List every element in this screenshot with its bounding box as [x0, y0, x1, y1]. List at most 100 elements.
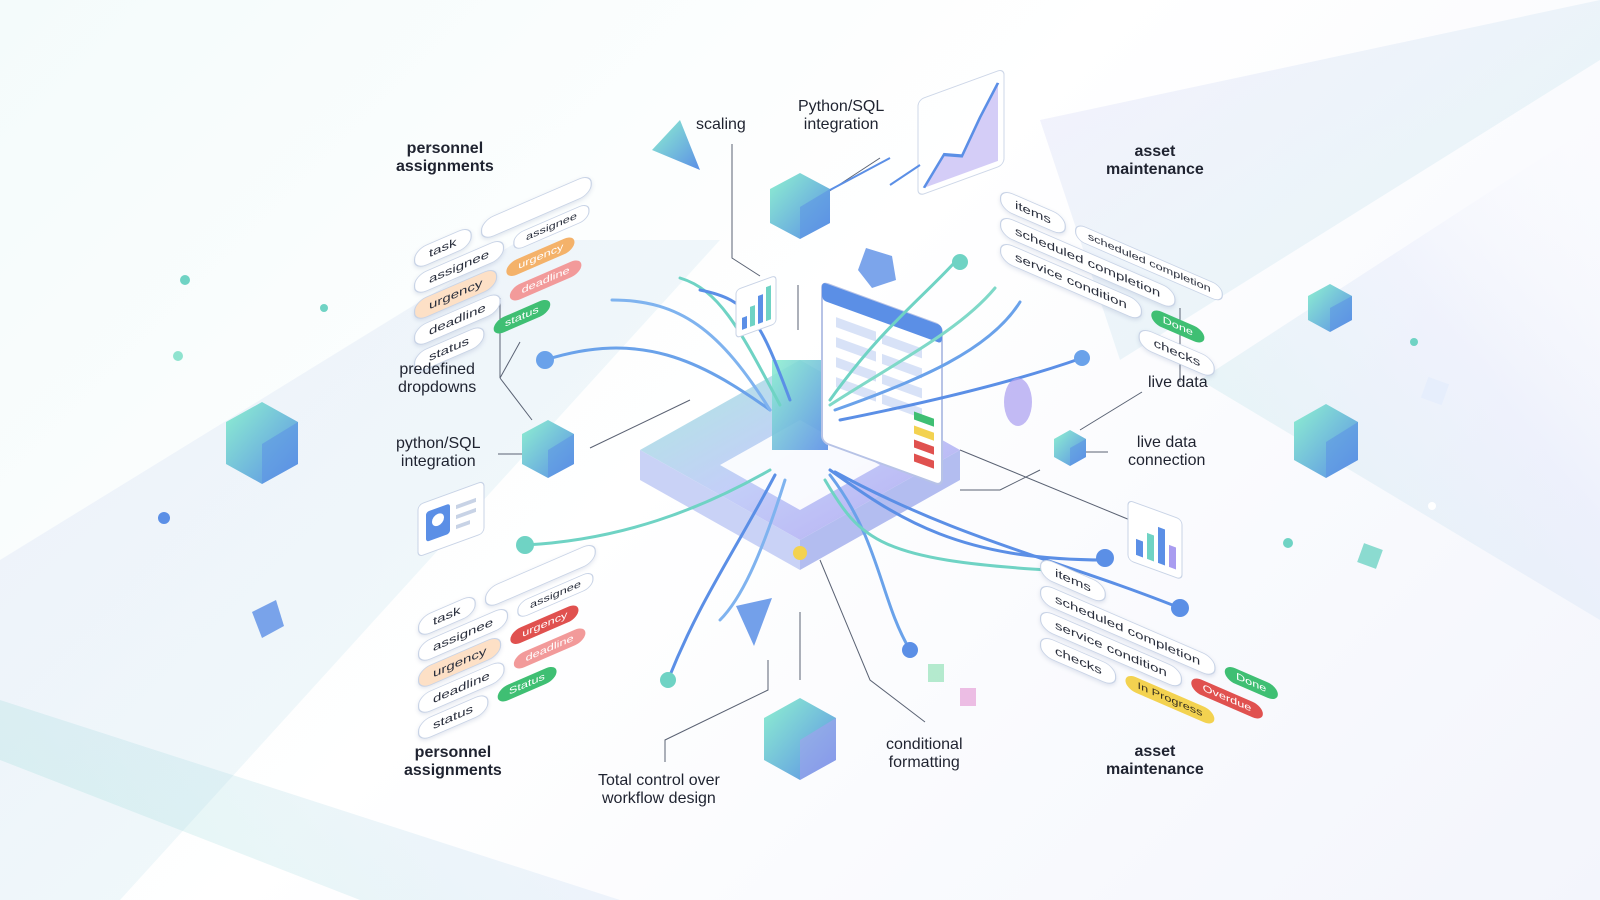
cube-left-center [522, 420, 574, 478]
bar-chart-graphic-small [735, 276, 777, 338]
label-live-data: live data [1148, 374, 1208, 392]
label-line: workflow design [602, 790, 716, 807]
label-live-data-connection: live data connection [1128, 434, 1205, 470]
leader-line [959, 449, 1131, 521]
label-line: maintenance [1106, 761, 1204, 778]
particle-dot [1428, 502, 1436, 510]
label-line: integration [803, 116, 879, 133]
label-total-control: Total control over workflow design [598, 772, 720, 808]
label-line: python/SQL [396, 435, 481, 452]
particle-dot [180, 275, 190, 285]
callout-leader-lines [498, 144, 1181, 762]
label-line: live data [1136, 434, 1197, 451]
label-python-sql-top: Python/SQL integration [798, 98, 884, 134]
particle-dot [1410, 338, 1418, 346]
connector-curve [833, 300, 1022, 412]
leader-line [664, 660, 769, 762]
label-line: Total control over [598, 772, 720, 789]
background-band-right [1200, 120, 1600, 620]
label-conditional-formatting: conditional formatting [886, 736, 963, 772]
connector-curve [718, 478, 787, 622]
cube-far-right [1294, 404, 1358, 478]
pyramid-bottom [736, 598, 772, 646]
cube-bottom-center [764, 698, 836, 780]
particle-dot [320, 304, 328, 312]
connector-curve [666, 473, 777, 682]
label-line: assignments [396, 158, 494, 175]
profile-card-graphic [417, 481, 485, 557]
label-line: personnel [406, 140, 484, 157]
connector-dot [536, 351, 554, 369]
label-line: assignments [404, 762, 502, 779]
connector-dot [516, 536, 534, 554]
leader-line [960, 451, 1108, 491]
label-line: Python/SQL [798, 98, 885, 115]
leader-line [819, 559, 926, 723]
connector-curve [523, 468, 772, 547]
particle-square [928, 664, 944, 682]
cube-live-connection [1054, 430, 1086, 466]
connector-curve [610, 298, 772, 412]
label-line: dropdowns [398, 379, 477, 396]
central-platform-side-right [800, 450, 960, 570]
label-asset-top: asset maintenance [1106, 143, 1204, 179]
decorative-particles [158, 275, 1450, 706]
label-line: formatting [888, 754, 960, 771]
connector-curve [828, 468, 1107, 562]
label-personnel-top: personnel assignments [396, 140, 494, 176]
central-core-dot [793, 546, 807, 560]
bar-chart-graphic-right [1127, 500, 1183, 579]
leader-line [731, 144, 761, 277]
label-line: connection [1128, 452, 1206, 469]
connector-curve [543, 346, 772, 412]
connector-curve [833, 470, 1182, 610]
connector-curve [678, 276, 782, 407]
connector-curve [828, 260, 957, 402]
particle-square [1420, 376, 1450, 406]
connector-curve [838, 356, 1084, 422]
particle-square [960, 688, 976, 706]
cube-upper-right [1308, 284, 1352, 332]
connector-curve [828, 473, 912, 652]
label-line: personnel [414, 744, 492, 761]
label-line: asset [1134, 143, 1176, 160]
background-band-lower-left [0, 240, 720, 900]
label-asset-bottom: asset maintenance [1106, 743, 1204, 779]
label-predefined-dropdowns: predefined dropdowns [398, 361, 476, 397]
connector-dot [902, 642, 918, 658]
label-line: asset [1134, 743, 1176, 760]
connector-dot [952, 254, 968, 270]
label-line: integration [400, 453, 476, 470]
gem-top-center [858, 248, 896, 288]
disc-right [1004, 378, 1032, 426]
label-line: live data [1148, 374, 1208, 391]
particle-square [1357, 543, 1383, 569]
particle-dot [173, 351, 183, 361]
cube-far-left [226, 402, 298, 484]
cube-top-center [770, 173, 830, 239]
connector-dot [1171, 599, 1189, 617]
connector-dot [1074, 350, 1090, 366]
line-chart-graphic [917, 69, 1005, 195]
pyramid-top [652, 120, 700, 170]
connector-curves [523, 260, 1182, 682]
gem-left [252, 600, 284, 638]
connector-dot [660, 672, 676, 688]
connector-curve [823, 478, 1050, 572]
label-line: scaling [696, 116, 746, 133]
label-line: conditional [886, 736, 963, 753]
label-line: predefined [399, 361, 475, 378]
label-scaling: scaling [696, 116, 746, 134]
particle-dot [1283, 538, 1293, 548]
particle-dot [158, 512, 170, 524]
label-personnel-bottom: personnel assignments [404, 744, 502, 780]
line-chart-link [829, 157, 921, 191]
connector-dot [1096, 549, 1114, 567]
central-platform-side-left [640, 450, 800, 570]
connector-curve [828, 286, 997, 407]
label-line: maintenance [1106, 161, 1204, 178]
connector-end-dots [516, 254, 1189, 688]
label-python-sql-left: python/SQL integration [396, 435, 481, 471]
